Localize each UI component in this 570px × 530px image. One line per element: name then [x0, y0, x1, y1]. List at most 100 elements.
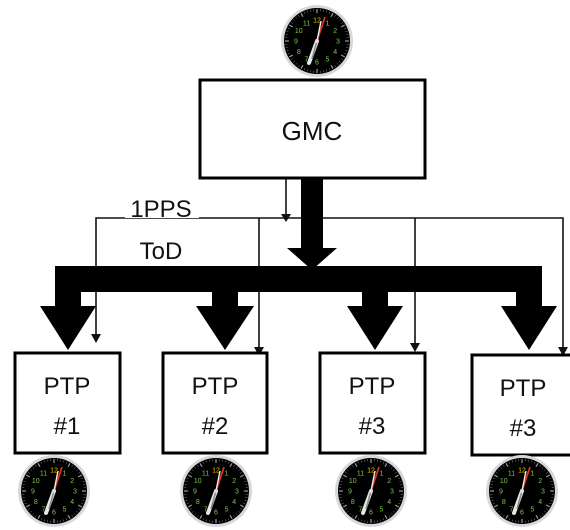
clock-tick — [393, 469, 395, 472]
clock-numeral: 1 — [326, 20, 330, 27]
clock-tick — [199, 514, 203, 520]
clock-tick — [328, 68, 331, 71]
clock-tick — [73, 513, 76, 515]
clock-tick — [189, 471, 192, 474]
ptp-3-line1: PTP — [349, 373, 396, 400]
clock-numeral: 4 — [538, 499, 542, 506]
clock-tick — [388, 464, 391, 467]
clock-tick — [187, 504, 193, 508]
gmc-label: GMC — [282, 116, 343, 146]
clock-center — [52, 489, 56, 493]
clock-numeral: 10 — [349, 478, 357, 485]
clock-tick — [240, 471, 243, 474]
bus-drops — [40, 292, 557, 350]
clock-tick — [297, 14, 300, 17]
clock-tick — [354, 462, 358, 468]
clock-tick — [300, 12, 304, 18]
clock-tick — [541, 467, 544, 469]
clock-tick — [336, 17, 339, 19]
clock-tick — [330, 64, 334, 70]
clock-tick — [357, 461, 360, 464]
clock-tick — [539, 515, 542, 518]
clock-tick — [390, 513, 393, 515]
clock-tick — [502, 515, 505, 518]
clock-numeral: 7 — [204, 507, 208, 514]
clock-numeral: 6 — [214, 510, 218, 517]
clock-tick — [394, 504, 400, 508]
clock-numeral: 7 — [305, 57, 309, 64]
clock-tick — [354, 514, 358, 520]
clock-tick — [342, 504, 348, 508]
clock-tick — [360, 460, 362, 463]
clock-tick — [347, 469, 349, 472]
clock-tick — [227, 518, 230, 521]
clock-tick — [63, 519, 65, 522]
clock-tick — [30, 510, 32, 513]
clock-tick — [393, 510, 395, 513]
clock-numeral: 11 — [40, 470, 47, 477]
clock-tick — [27, 471, 30, 474]
clock-numeral: 3 — [541, 489, 545, 496]
clock-tick — [244, 480, 247, 482]
clock-numeral: 2 — [232, 478, 236, 485]
clock-tick — [81, 502, 84, 505]
clock-tick — [347, 510, 349, 513]
clock-tick — [76, 469, 78, 472]
clock-tick — [229, 514, 233, 520]
clock-tick — [492, 502, 495, 505]
clock-numeral: 11 — [508, 470, 515, 477]
clock-tick — [544, 469, 546, 472]
clock-tick — [544, 510, 546, 513]
clock-tick — [293, 60, 295, 63]
clock-tick — [78, 508, 81, 511]
clock-numeral: 4 — [333, 49, 337, 56]
clock-numeral: 9 — [499, 489, 503, 496]
clock-numeral: 3 — [235, 489, 239, 496]
clock-tick — [336, 63, 339, 65]
clock-minute-hand — [521, 470, 527, 492]
clock-tick — [82, 500, 85, 502]
clock-center — [520, 489, 524, 493]
clock-tick — [81, 477, 84, 480]
clock-tick — [384, 514, 388, 520]
clock-tick — [27, 508, 30, 511]
clock-numeral: 12 — [212, 468, 220, 475]
ptp-node-1: PTP #1 — [13, 351, 122, 455]
clock-tick — [500, 467, 503, 469]
clock-tick — [185, 480, 188, 482]
clock-tick — [186, 477, 189, 480]
clock-tick — [398, 477, 401, 480]
clock-tick — [395, 508, 398, 511]
clock-tick — [187, 474, 193, 478]
clock-tick — [233, 464, 236, 467]
clock-numeral: 1 — [63, 470, 67, 477]
clock-numeral: 6 — [315, 60, 319, 67]
clock-tick — [37, 514, 41, 520]
clock-tick — [399, 480, 402, 482]
clock-tick — [491, 500, 494, 502]
clock-tick — [73, 467, 76, 469]
ptp-4-line1: PTP — [500, 375, 547, 402]
clock-hour-hand-shadow — [516, 490, 523, 510]
clock-tick — [23, 480, 26, 482]
clock-tick — [380, 460, 382, 463]
clock-tick — [300, 64, 304, 70]
clock-center — [369, 489, 373, 493]
clock-numeral: 4 — [70, 499, 74, 506]
clock-numeral: 8 — [196, 499, 200, 506]
clock-numeral: 11 — [357, 470, 364, 477]
clock-tick — [192, 469, 194, 472]
clock-tick — [227, 461, 230, 464]
clock-tick — [399, 500, 402, 502]
clock-tick — [25, 474, 31, 478]
clock-tick — [380, 519, 382, 522]
clock-tick — [194, 467, 197, 469]
clock-numeral: 11 — [202, 470, 209, 477]
clock-numeral: 6 — [52, 510, 56, 517]
clock-tick — [349, 513, 352, 515]
clock-tick — [545, 504, 551, 508]
clock-minute-hand — [53, 470, 59, 492]
